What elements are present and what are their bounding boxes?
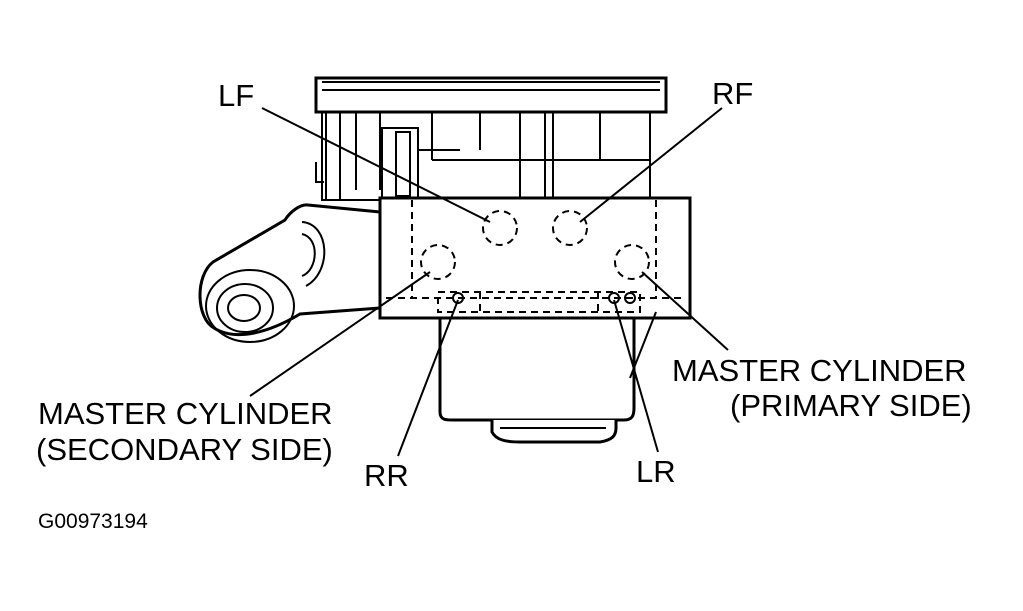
label-master-secondary-line1: MASTER CYLINDER — [38, 396, 333, 431]
port-master-secondary — [420, 244, 456, 280]
leader-lines — [249, 107, 729, 457]
port-master-primary — [614, 244, 650, 280]
figure-code: G00973194 — [38, 510, 148, 533]
label-master-primary-line2: (PRIMARY SIDE) — [730, 388, 972, 423]
leader-master-primary — [641, 271, 729, 351]
leader-rr — [397, 299, 459, 457]
label-rf: RF — [712, 76, 753, 111]
port-rr — [452, 292, 464, 304]
ports — [420, 210, 650, 304]
label-lr: LR — [636, 454, 676, 489]
leader-master-secondary — [249, 271, 431, 397]
label-lf: LF — [218, 78, 254, 113]
label-master-primary-line1: MASTER CYLINDER — [672, 353, 967, 388]
port-lr-2 — [624, 292, 636, 304]
label-rr: RR — [364, 458, 409, 493]
valve-block — [378, 196, 692, 320]
motor-housing — [314, 76, 668, 201]
label-master-secondary-line2: (SECONDARY SIDE) — [36, 432, 333, 467]
port-rf — [552, 210, 588, 246]
leader-lr-b — [629, 311, 657, 379]
pump-body — [438, 318, 636, 444]
mounting-bracket — [198, 203, 381, 343]
port-lf — [482, 210, 518, 246]
leader-rf — [579, 107, 723, 223]
leader-lf — [261, 107, 491, 223]
leader-lr-a — [613, 299, 659, 453]
